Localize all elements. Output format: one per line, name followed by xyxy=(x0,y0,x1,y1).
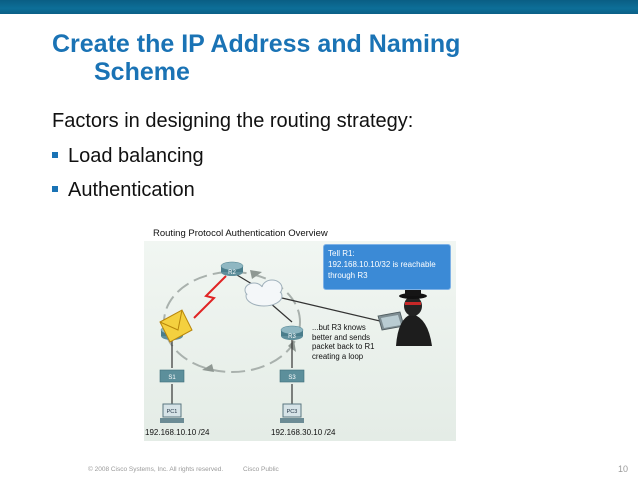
footer-copyright: © 2008 Cisco Systems, Inc. All rights re… xyxy=(88,466,224,473)
callout-line-3: through R3 xyxy=(328,271,368,280)
bullet-square-icon xyxy=(52,151,58,158)
router-label-r2: R2 xyxy=(228,270,236,276)
router-icon: R3 xyxy=(280,325,304,340)
switch-icon: S3 xyxy=(279,369,305,383)
top-banner xyxy=(0,0,638,14)
attacker-icon xyxy=(396,288,432,346)
page-number: 10 xyxy=(618,464,629,474)
router-label-r3: R3 xyxy=(288,334,296,340)
lightning-link-icon xyxy=(193,275,227,319)
bullet-text: Authentication xyxy=(68,179,195,201)
bullet-item-authentication: Authentication xyxy=(52,179,195,202)
bullet-item-load-balancing: Load balancing xyxy=(52,145,204,168)
cloud-icon xyxy=(244,279,283,307)
title-line-2: Scheme xyxy=(94,58,190,86)
bullet-square-icon xyxy=(52,185,58,192)
pc-label-pc1: PC1 xyxy=(167,409,178,415)
footer-classification: Cisco Public xyxy=(243,466,279,473)
bullet-text: Load balancing xyxy=(68,145,204,167)
loop-note: ...but R3 knows better and sends packet … xyxy=(312,323,384,361)
router-icon: R2 xyxy=(220,261,244,276)
pc-icon: PC1 xyxy=(160,403,184,423)
ip-label-right: 192.168.30.10 /24 xyxy=(271,428,336,437)
ip-label-left: 192.168.10.10 /24 xyxy=(145,428,210,437)
callout-line-2: 192.168.10.10/32 is reachable xyxy=(328,260,436,269)
title-line-1: Create the IP Address and Naming xyxy=(52,30,461,58)
note-line-2: better and sends xyxy=(312,332,371,342)
slide-subtitle: Factors in designing the routing strateg… xyxy=(52,110,414,132)
laptop-icon xyxy=(377,311,405,331)
attacker-callout: Tell R1: 192.168.10.10/32 is reachable t… xyxy=(323,244,451,290)
diagram-title: Routing Protocol Authentication Overview xyxy=(153,228,328,239)
pc-icon: PC3 xyxy=(280,403,304,423)
note-line-3: packet back to R1 xyxy=(312,342,375,351)
slide-title: Create the IP Address and Naming Scheme xyxy=(52,30,612,86)
switch-label-s3: S3 xyxy=(288,375,296,381)
switch-icon: S1 xyxy=(159,369,185,383)
note-line-1: ...but R3 knows xyxy=(312,323,366,332)
envelope-icon xyxy=(159,309,193,343)
switch-label-s1: S1 xyxy=(168,375,176,381)
note-line-4: creating a loop xyxy=(312,351,364,361)
callout-line-1: Tell R1: xyxy=(328,249,355,258)
pc-label-pc3: PC3 xyxy=(287,409,298,415)
